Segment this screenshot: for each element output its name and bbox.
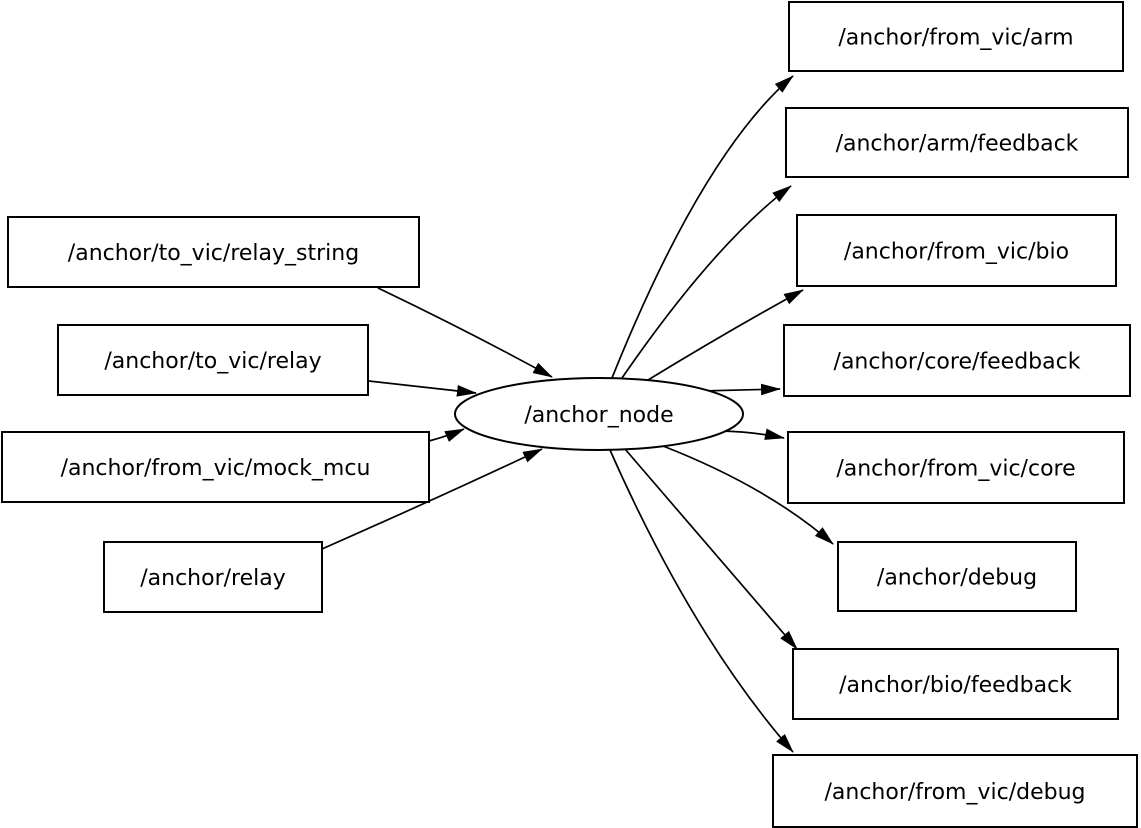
topic-label-from_vic_debug: /anchor/from_vic/debug	[824, 780, 1085, 805]
topic-label-debug: /anchor/debug	[877, 566, 1037, 591]
topic-box-from_vic_core	[787, 431, 1125, 504]
topic-label-to_vic_relay: /anchor/to_vic/relay	[104, 349, 321, 374]
topic-box-from_vic_arm	[788, 1, 1124, 72]
topic-label-bio_feedback: /anchor/bio/feedback	[839, 673, 1072, 698]
edge-anchor_node--to--arm_feedback	[621, 185, 792, 379]
edge-to_vic_relay--to--anchor_node	[368, 380, 477, 397]
topic-box-arm_feedback	[785, 107, 1129, 178]
edge-anchor_node--to--from_vic_bio	[647, 289, 804, 381]
topic-node-to_vic_relay: /anchor/to_vic/relay	[57, 324, 369, 396]
topic-box-relay	[103, 541, 323, 613]
topic-label-core_feedback: /anchor/core/feedback	[834, 350, 1081, 375]
topic-box-from_vic_mock_mcu	[1, 431, 430, 503]
topic-label-from_vic_arm: /anchor/from_vic/arm	[838, 26, 1073, 51]
topic-label-from_vic_bio: /anchor/from_vic/bio	[844, 240, 1069, 265]
topic-node-from_vic_bio: /anchor/from_vic/bio	[796, 214, 1117, 287]
topic-node-relay: /anchor/relay	[103, 541, 323, 613]
center-node-anchor_node: /anchor_node	[454, 377, 744, 451]
topic-node-arm_feedback: /anchor/arm/feedback	[785, 107, 1129, 178]
topic-box-from_vic_debug	[772, 754, 1138, 828]
edge-to_vic_relay_string--to--anchor_node	[377, 287, 553, 378]
topic-node-from_vic_core: /anchor/from_vic/core	[787, 431, 1125, 504]
topic-label-relay: /anchor/relay	[140, 566, 286, 591]
topic-node-from_vic_mock_mcu: /anchor/from_vic/mock_mcu	[1, 431, 430, 503]
topic-box-debug	[837, 541, 1077, 612]
topic-box-to_vic_relay	[57, 324, 369, 396]
edge-from_vic_mock_mcu--to--anchor_node	[428, 428, 465, 442]
topic-node-from_vic_debug: /anchor/from_vic/debug	[772, 754, 1138, 828]
topic-label-arm_feedback: /anchor/arm/feedback	[836, 132, 1079, 157]
topic-label-to_vic_relay_string: /anchor/to_vic/relay_string	[68, 241, 359, 266]
edges-layer	[321, 75, 834, 753]
topic-box-core_feedback	[783, 324, 1131, 397]
topic-box-to_vic_relay_string	[7, 216, 420, 288]
topic-label-from_vic_mock_mcu: /anchor/from_vic/mock_mcu	[61, 456, 371, 481]
topic-node-from_vic_arm: /anchor/from_vic/arm	[788, 1, 1124, 72]
topic-node-bio_feedback: /anchor/bio/feedback	[792, 648, 1119, 720]
topic-node-core_feedback: /anchor/core/feedback	[783, 324, 1131, 397]
center-node-label: /anchor_node	[524, 403, 673, 428]
edge-anchor_node--to--from_vic_core	[722, 428, 785, 440]
edge-anchor_node--to--from_vic_debug	[609, 449, 794, 753]
edge-relay--to--anchor_node	[321, 448, 543, 550]
topic-box-bio_feedback	[792, 648, 1119, 720]
topic-node-debug: /anchor/debug	[837, 541, 1077, 612]
topic-label-from_vic_core: /anchor/from_vic/core	[836, 457, 1075, 482]
edge-anchor_node--to--debug	[662, 445, 834, 545]
topic-box-from_vic_bio	[796, 214, 1117, 287]
edge-anchor_node--to--from_vic_arm	[611, 75, 794, 379]
topic-node-to_vic_relay_string: /anchor/to_vic/relay_string	[7, 216, 420, 288]
edge-anchor_node--to--bio_feedback	[624, 448, 798, 650]
center-node-ellipse	[454, 377, 744, 451]
